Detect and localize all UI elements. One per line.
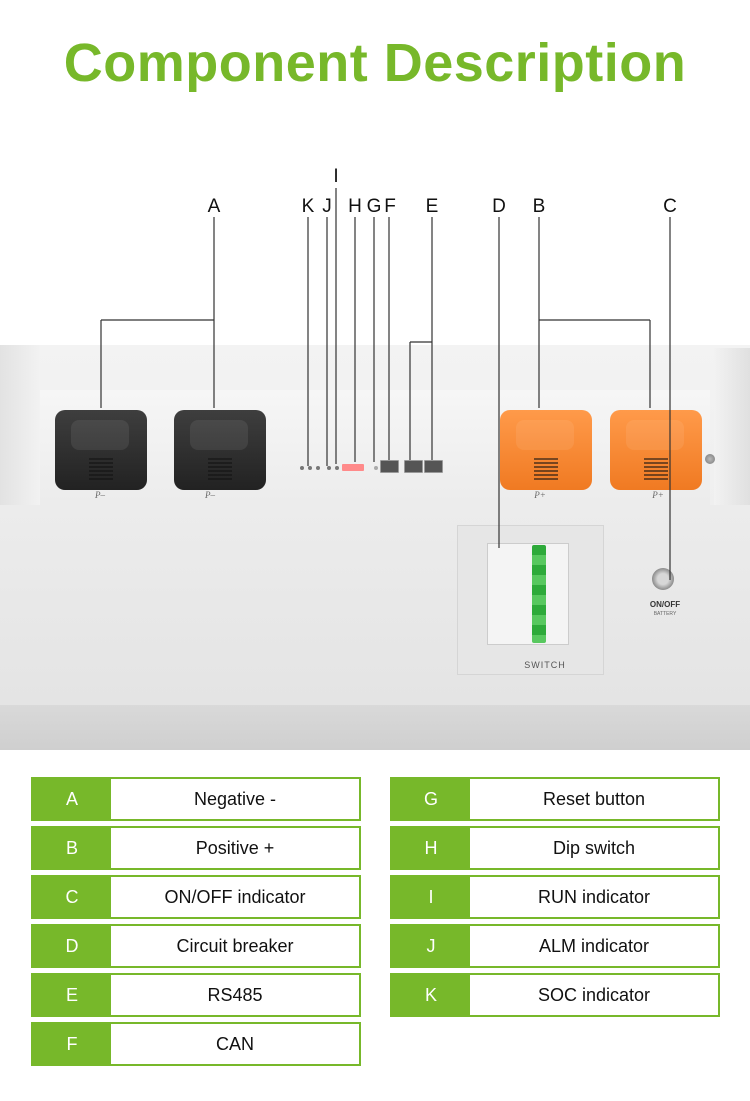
legend-key: I bbox=[392, 877, 470, 917]
page-title: Component Description bbox=[63, 33, 687, 93]
callout-a: A bbox=[207, 196, 221, 217]
callout-c: C bbox=[663, 196, 677, 217]
callout-k: K bbox=[301, 196, 315, 217]
legend-desc: Reset button bbox=[542, 788, 646, 809]
callout-e: E bbox=[425, 196, 439, 217]
legend-desc: RUN indicator bbox=[537, 886, 651, 907]
callout-b: B bbox=[532, 196, 546, 217]
positive-label-2: P+ bbox=[652, 490, 664, 500]
legend-row: F CAN bbox=[31, 1022, 361, 1066]
legend-key: J bbox=[392, 926, 470, 966]
legend-row: C ON/OFF indicator bbox=[31, 875, 361, 919]
legend-row: E RS485 bbox=[31, 973, 361, 1017]
legend-key: H bbox=[392, 828, 470, 868]
power-button bbox=[652, 568, 674, 590]
callout-h: H bbox=[348, 196, 362, 217]
callout-lines bbox=[100, 188, 671, 580]
reset-button bbox=[374, 466, 378, 470]
positive-terminal-1 bbox=[500, 410, 592, 490]
switch-label: SWITCH bbox=[524, 660, 566, 670]
onoff-label: ON/OFF bbox=[649, 600, 681, 609]
legend-key: C bbox=[33, 877, 111, 917]
legend-desc: Negative - bbox=[193, 788, 277, 809]
panel-bottom-edge bbox=[0, 705, 750, 750]
legend-key: D bbox=[33, 926, 111, 966]
legend-desc: Circuit breaker bbox=[176, 935, 294, 956]
battery-panel-illustration: P– P– P+ P+ SWITCH ON/OFF BATTERY bbox=[0, 320, 750, 750]
legend-desc: CAN bbox=[215, 1033, 254, 1054]
dip-switch bbox=[342, 464, 364, 471]
circuit-breaker bbox=[487, 543, 569, 645]
legend-row: A Negative - bbox=[31, 777, 361, 821]
legend-row: D Circuit breaker bbox=[31, 924, 361, 968]
legend-key: A bbox=[33, 779, 111, 819]
legend-desc: Dip switch bbox=[552, 837, 636, 858]
callout-g: G bbox=[366, 196, 382, 217]
legend-row: K SOC indicator bbox=[390, 973, 720, 1017]
legend-key: E bbox=[33, 975, 111, 1015]
negative-terminal-1 bbox=[55, 410, 147, 490]
negative-label-1: P– bbox=[95, 490, 105, 500]
run-led bbox=[335, 466, 339, 470]
breaker-lever bbox=[532, 545, 546, 643]
panel-front-face bbox=[0, 505, 750, 705]
callout-j: J bbox=[322, 196, 332, 217]
negative-terminal-2 bbox=[174, 410, 266, 490]
positive-terminal-2 bbox=[610, 410, 702, 490]
legend-key: G bbox=[392, 779, 470, 819]
rs485-port-2 bbox=[424, 460, 443, 473]
onoff-sub-label: BATTERY bbox=[653, 611, 677, 617]
ground-screw bbox=[705, 454, 715, 464]
rs485-port-1 bbox=[404, 460, 423, 473]
legend-desc: SOC indicator bbox=[537, 984, 651, 1005]
legend-desc: ALM indicator bbox=[538, 935, 650, 956]
legend-key: B bbox=[33, 828, 111, 868]
can-port bbox=[380, 460, 399, 473]
legend-row: G Reset button bbox=[390, 777, 720, 821]
callout-d: D bbox=[492, 196, 506, 217]
legend-key: K bbox=[392, 975, 470, 1015]
positive-label-1: P+ bbox=[534, 490, 546, 500]
legend-row: B Positive + bbox=[31, 826, 361, 870]
callout-i: I bbox=[333, 166, 339, 187]
legend-desc: ON/OFF indicator bbox=[164, 886, 306, 907]
negative-label-2: P– bbox=[205, 490, 215, 500]
soc-led bbox=[316, 466, 320, 470]
legend-desc: Positive + bbox=[195, 837, 275, 858]
callout-f: F bbox=[384, 196, 396, 217]
legend-desc: RS485 bbox=[207, 984, 263, 1005]
legend-row: I RUN indicator bbox=[390, 875, 720, 919]
legend-row: J ALM indicator bbox=[390, 924, 720, 968]
soc-led bbox=[300, 466, 304, 470]
alm-led bbox=[327, 466, 331, 470]
panel-top-face bbox=[40, 390, 710, 506]
legend-key: F bbox=[33, 1024, 111, 1064]
soc-led bbox=[308, 466, 312, 470]
legend-row: H Dip switch bbox=[390, 826, 720, 870]
